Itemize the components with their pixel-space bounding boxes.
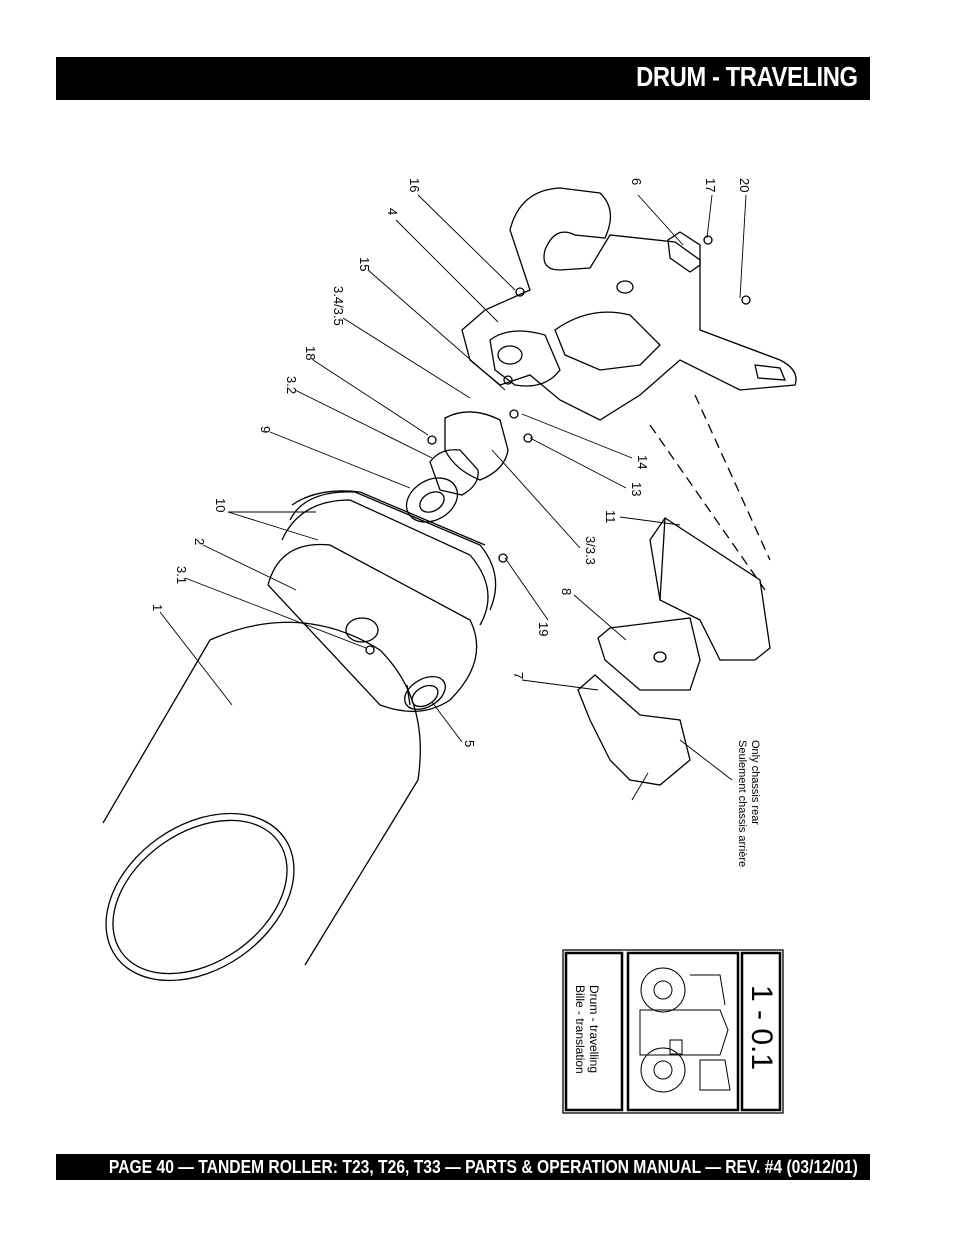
- callout-10: 10: [213, 498, 228, 512]
- header-bar: DRUM - TRAVELING: [56, 57, 870, 100]
- callout-18: 18: [303, 346, 318, 360]
- callout-19: 19: [536, 622, 551, 636]
- callout-20: 20: [737, 178, 752, 192]
- chassis-note-fr: Seulement chassis arrière: [736, 740, 748, 867]
- frame-plate-7: [577, 674, 691, 786]
- callout-17: 17: [703, 178, 718, 192]
- rubber-mount-rings: [281, 490, 497, 626]
- callout-2: 2: [192, 538, 207, 545]
- leader-lines: [159, 194, 747, 801]
- spacer-disc: [405, 477, 459, 523]
- plate-code: 1 - 0.1: [745, 985, 778, 1070]
- callout-4: 4: [385, 208, 400, 215]
- fasteners: [365, 235, 751, 655]
- callout-13: 13: [629, 482, 644, 496]
- page-title: DRUM - TRAVELING: [636, 61, 859, 92]
- callout-7: 7: [511, 672, 526, 679]
- support-beam: [649, 517, 771, 661]
- callout-5: 5: [462, 740, 477, 747]
- callout-15: 15: [357, 257, 372, 271]
- callout-8: 8: [559, 588, 574, 595]
- callout-1: 1: [150, 604, 165, 611]
- plate-caption-fr: Bille - translation: [573, 985, 587, 1074]
- chassis-bracket: [461, 187, 797, 421]
- frame-plate-8: [597, 617, 701, 691]
- callout-11: 11: [603, 510, 618, 524]
- callout-14: 14: [635, 455, 650, 469]
- plate-caption-en: Drum - travelling: [587, 985, 601, 1073]
- hub-flange: [404, 675, 446, 711]
- angle-plate: [667, 231, 701, 273]
- drum-end-disc: [267, 543, 478, 713]
- callout-3-3-3: 3/3.3: [583, 536, 598, 565]
- machine-thumbnail: [639, 967, 731, 1093]
- callout-3-4-3-5: 3.4/3.5: [331, 286, 346, 326]
- callout-3-1: 3.1: [174, 566, 189, 584]
- motor-hub: [429, 411, 509, 496]
- drum-shell: [102, 621, 421, 982]
- page-footer: PAGE 40 — TANDEM ROLLER: T23, T26, T33 —…: [108, 1157, 858, 1177]
- callout-16: 16: [407, 178, 422, 192]
- reference-plate: 1 - 0.1 Drum - travelling Bille - transl…: [562, 949, 784, 1114]
- callout-6: 6: [629, 178, 644, 185]
- callout-3-2: 3.2: [284, 376, 299, 394]
- footer-bar: PAGE 40 — TANDEM ROLLER: T23, T26, T33 —…: [56, 1154, 870, 1180]
- assembly-centre-lines: [649, 394, 771, 591]
- callout-9: 9: [258, 426, 273, 433]
- chassis-note-en: Only chassis rear: [749, 740, 761, 825]
